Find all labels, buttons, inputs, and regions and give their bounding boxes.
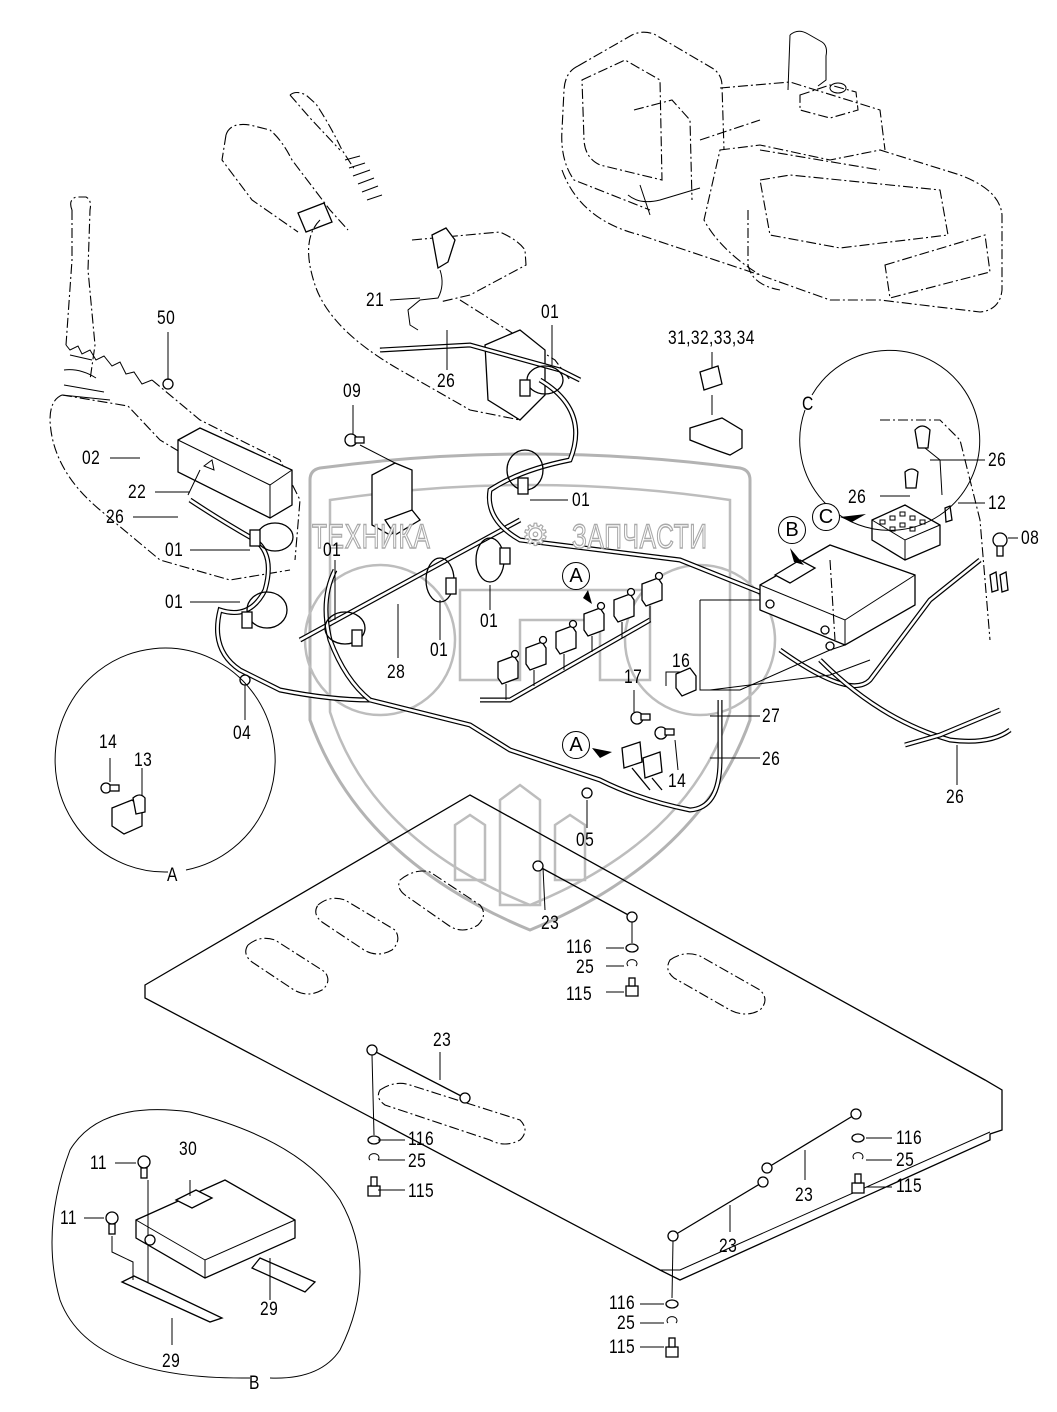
part-label-08: 08: [1021, 528, 1040, 549]
part-label-25: 25: [896, 1150, 915, 1171]
part-label-01: 01: [480, 611, 499, 632]
floor-plate: [144, 794, 1003, 1281]
part-label-16: 16: [672, 651, 691, 672]
relay-mount-tab: [596, 601, 606, 611]
part-label-26: 26: [762, 749, 781, 770]
part-label-116: 116: [896, 1128, 923, 1149]
part-label-116: 116: [408, 1129, 435, 1150]
watermark-right-text: ЗАПЧАСТИ: [571, 517, 708, 556]
part-label-17: 17: [624, 667, 643, 688]
leader-lines: [84, 297, 1018, 1348]
relay: [641, 577, 663, 607]
part-label-02: 02: [82, 448, 101, 469]
gear-icon: ⚙: [521, 518, 549, 552]
part-label-115: 115: [408, 1181, 435, 1202]
control-unit-b: [699, 544, 916, 691]
part-label-01: 01: [572, 490, 591, 511]
relay-mount-tab: [568, 619, 578, 629]
timer-unit: [359, 444, 421, 536]
relay: [583, 607, 605, 637]
relay-mount-tab: [626, 587, 636, 597]
part-label-25: 25: [617, 1313, 636, 1334]
part-label-50: 50: [157, 308, 176, 329]
relay: [497, 655, 519, 685]
bolts: [162, 378, 1008, 740]
part-label-14: 14: [99, 732, 118, 753]
part-label-05: 05: [576, 830, 595, 851]
part-label-04: 04: [233, 723, 252, 744]
detail-view-a: [54, 647, 276, 873]
detail-view-b: [51, 1109, 361, 1379]
bolt-08: [992, 532, 1008, 548]
center-control-console: [221, 91, 571, 421]
part-label-22: 22: [128, 482, 147, 503]
ground-straps: [366, 860, 862, 1242]
part-label-116: 116: [609, 1293, 636, 1314]
relay-group: [497, 571, 664, 791]
left-control-console: [49, 196, 301, 581]
part-label-01: 01: [323, 540, 342, 561]
part-label-09: 09: [343, 381, 362, 402]
callout-a-upper: A: [562, 562, 590, 590]
harness-clamps: [239, 365, 593, 799]
part-label-23: 23: [541, 913, 560, 934]
part-label-29: 29: [260, 1299, 279, 1320]
part-label-26: 26: [106, 507, 125, 528]
detail-b-title: B: [249, 1373, 260, 1394]
fastener-stacks: [367, 922, 865, 1358]
part-label-23: 23: [433, 1030, 452, 1051]
relay: [555, 625, 577, 655]
connector-16: [675, 667, 697, 697]
part-label-23: 23: [795, 1185, 814, 1206]
clamp-01: [256, 522, 294, 552]
part-label-21: 21: [366, 290, 385, 311]
excavator-overview: [561, 30, 1003, 313]
part-label-26: 26: [437, 371, 456, 392]
detail-c-title: C: [802, 394, 814, 415]
fuse-box-c: [871, 419, 1009, 641]
part-label-26: 26: [848, 487, 867, 508]
part-label-23: 23: [719, 1236, 738, 1257]
part-label-31-34: 31,32,33,34: [668, 328, 755, 349]
clamp-01: [324, 611, 366, 645]
part-label-12: 12: [988, 493, 1007, 514]
part-label-25: 25: [576, 957, 595, 978]
part-label-115: 115: [896, 1176, 923, 1197]
callout-c: C: [812, 503, 840, 531]
part-label-01: 01: [541, 302, 560, 323]
relay: [525, 641, 547, 671]
part-label-11: 11: [60, 1208, 78, 1229]
part-label-01: 01: [430, 640, 449, 661]
part-label-115: 115: [609, 1337, 636, 1358]
part-label-115: 115: [566, 984, 593, 1005]
lamp-50: [162, 378, 174, 390]
part-label-14: 14: [668, 771, 687, 792]
part-label-01: 01: [165, 592, 184, 613]
callout-a-lower: A: [562, 731, 590, 759]
part-label-28: 28: [387, 662, 406, 683]
part-label-01: 01: [165, 540, 184, 561]
part-label-27: 27: [762, 706, 781, 727]
clip-05: [581, 787, 593, 799]
detail-view-c: [689, 349, 981, 531]
part-label-11: 11: [90, 1153, 108, 1174]
detail-a-title: A: [167, 865, 178, 886]
relay-mount-tab: [510, 649, 520, 659]
part-label-26: 26: [988, 450, 1007, 471]
part-label-26: 26: [946, 787, 965, 808]
relay-mount-tab: [654, 571, 664, 581]
part-label-29: 29: [162, 1351, 181, 1372]
relay: [613, 593, 635, 623]
relay-mount-tab: [538, 635, 548, 645]
watermark-left-text: ТЕХНИКА: [311, 517, 431, 556]
part-label-25: 25: [408, 1151, 427, 1172]
clamp-01: [246, 591, 288, 629]
part-label-116: 116: [566, 937, 593, 958]
part-label-30: 30: [179, 1139, 198, 1160]
part-label-13: 13: [134, 750, 153, 771]
callout-b: B: [778, 516, 806, 544]
